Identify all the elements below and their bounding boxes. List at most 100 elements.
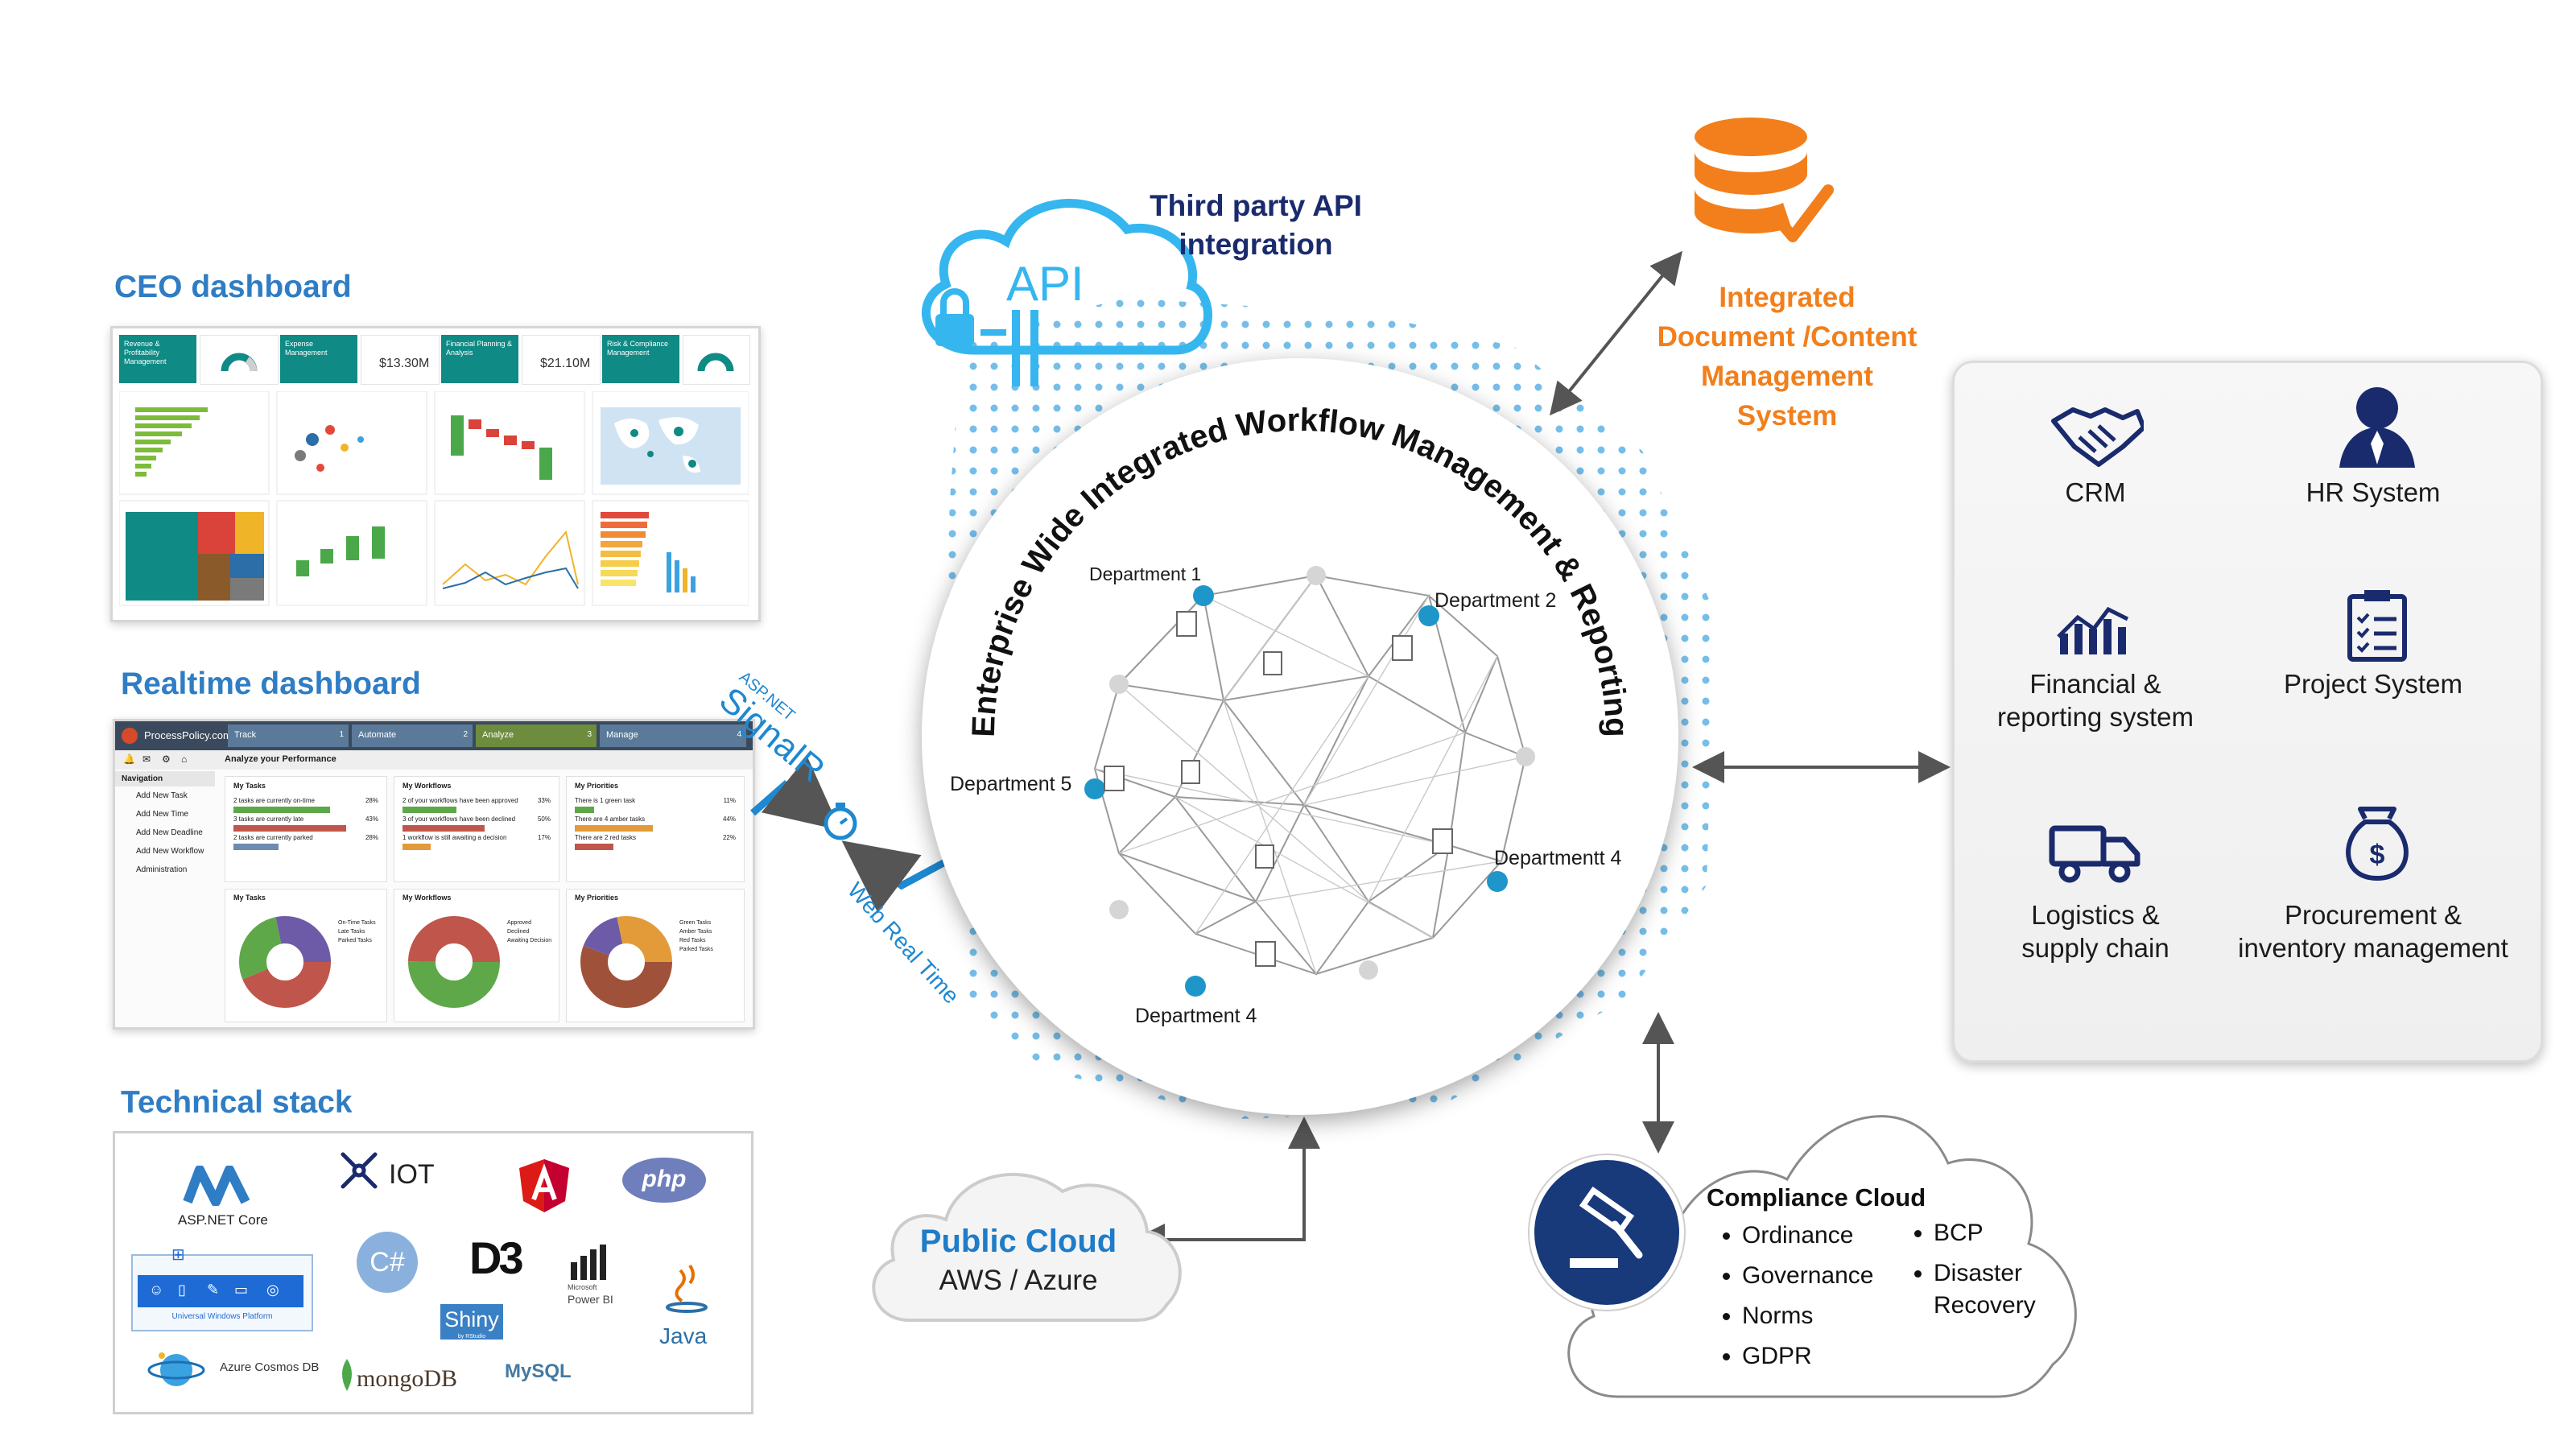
legend-item: Parked Tasks bbox=[679, 947, 713, 952]
card-row-text: There are 2 red tasks bbox=[575, 834, 637, 841]
public-cloud-title: Public Cloud bbox=[919, 1224, 1117, 1259]
department-1-label: Department 1 bbox=[1089, 564, 1202, 584]
step-manage[interactable]: Manage 4 bbox=[600, 724, 746, 747]
document-icon bbox=[1181, 760, 1200, 784]
step-automate[interactable]: Automate 2 bbox=[352, 724, 473, 747]
nav-title: Navigation bbox=[115, 771, 215, 786]
pen-icon: ✎ bbox=[207, 1282, 220, 1298]
nav-item[interactable]: Administration bbox=[136, 865, 188, 874]
progress-bar bbox=[575, 807, 595, 813]
public-cloud-connector bbox=[1133, 1117, 1320, 1256]
donut-card-workflows: My Workflows Approved Declined Awaiting … bbox=[394, 889, 559, 1022]
stopwatch-icon bbox=[824, 803, 857, 840]
legend-item: Parked Tasks bbox=[338, 938, 372, 943]
progress-bar bbox=[233, 844, 279, 850]
card-row-text: There is 1 green task bbox=[575, 797, 636, 804]
procurement-line: inventory management bbox=[2238, 933, 2508, 963]
nav-item[interactable]: Add New Workflow bbox=[136, 847, 204, 856]
realtime-nav: Navigation Add New Task Add New Time Add… bbox=[115, 771, 215, 1013]
card-row-pct: 17% bbox=[537, 834, 551, 841]
progress-bar bbox=[233, 807, 330, 813]
mysql-label: MySQL bbox=[505, 1360, 572, 1382]
public-cloud-sub: AWS / Azure bbox=[939, 1265, 1098, 1296]
donut-legend: Approved Declined Awaiting Decision bbox=[507, 919, 551, 945]
gear-icon[interactable]: ⚙ bbox=[162, 753, 171, 765]
nav-item[interactable]: Add New Task bbox=[136, 791, 188, 800]
step-number: 2 bbox=[463, 730, 468, 739]
legend-item: Declined bbox=[507, 929, 530, 935]
card-row-pct: 11% bbox=[723, 797, 736, 804]
card-row-text: 3 of your workflows have been declined bbox=[402, 815, 516, 823]
department-4-label: Department 4 bbox=[1135, 1005, 1257, 1027]
document-icon bbox=[1104, 766, 1125, 791]
shiny-icon: Shiny by RStudio bbox=[440, 1304, 503, 1340]
realtime-dashboard-title: Realtime dashboard bbox=[121, 667, 421, 701]
card-row-pct: 50% bbox=[537, 815, 551, 823]
donut-legend: On-Time Tasks Late Tasks Parked Tasks bbox=[338, 919, 376, 945]
department-node[interactable] bbox=[1193, 585, 1214, 606]
card-row-text: 2 tasks are currently on-time bbox=[233, 797, 315, 804]
department-node[interactable] bbox=[1418, 605, 1439, 626]
nav-item[interactable]: Add New Time bbox=[136, 810, 189, 819]
department-node[interactable] bbox=[1185, 976, 1206, 997]
dms-line: Document /Content bbox=[1657, 321, 1918, 353]
brand-logo-icon bbox=[122, 728, 138, 744]
step-track[interactable]: Track 1 bbox=[228, 724, 349, 747]
iot-icon bbox=[341, 1152, 378, 1189]
card-title: My Priorities bbox=[575, 782, 619, 790]
bell-icon[interactable]: 🔔 bbox=[123, 753, 135, 765]
dms-line: Integrated bbox=[1719, 282, 1856, 313]
technical-stack-panel: ASP.NET Core IOT php C# D3 Microsoft Pow… bbox=[113, 1131, 753, 1414]
technical-stack-title: Technical stack bbox=[121, 1085, 353, 1120]
progress-bar bbox=[402, 844, 431, 850]
java-icon bbox=[666, 1264, 708, 1313]
svg-text:$: $ bbox=[2370, 840, 2385, 870]
document-icon bbox=[1255, 941, 1276, 967]
card-title: My Workflows bbox=[402, 782, 452, 790]
home-icon[interactable]: ⌂ bbox=[181, 753, 188, 765]
realtime-subbar: 🔔 ✉ ⚙ ⌂ Analyze your Performance bbox=[115, 750, 753, 770]
php-icon: php bbox=[622, 1158, 706, 1203]
powerbi-label: Power BI bbox=[568, 1293, 613, 1306]
financial-system-label: Financial & reporting system bbox=[1987, 667, 2204, 733]
step-analyze[interactable]: Analyze 3 bbox=[476, 724, 597, 747]
document-icon bbox=[1392, 635, 1413, 661]
legend-item: On-Time Tasks bbox=[338, 920, 376, 926]
compliance-item: BCP bbox=[1934, 1217, 2036, 1249]
financial-line: Financial & bbox=[2029, 669, 2161, 699]
department-node[interactable] bbox=[1487, 871, 1508, 892]
api-cloud-icon bbox=[922, 199, 1212, 386]
powerbi-vendor-label: Microsoft bbox=[568, 1283, 597, 1291]
nav-item[interactable]: Add New Deadline bbox=[136, 828, 203, 837]
powerbi-icon bbox=[571, 1245, 606, 1280]
gamepad-icon: ▭ bbox=[234, 1282, 249, 1298]
hub-icon: ◎ bbox=[266, 1282, 279, 1298]
document-icon bbox=[1432, 828, 1453, 854]
step-number: 4 bbox=[737, 730, 741, 739]
aspnet-core-label: ASP.NET Core bbox=[178, 1212, 268, 1228]
department-node[interactable] bbox=[1084, 778, 1105, 799]
compliance-item: Governance bbox=[1742, 1260, 1873, 1292]
ceo-dashboard-title: CEO dashboard bbox=[114, 270, 352, 304]
document-icon bbox=[1255, 844, 1274, 869]
step-label: Manage bbox=[606, 730, 638, 740]
kpi-tile-expense: Expense Management bbox=[280, 335, 357, 383]
card-title: My Priorities bbox=[575, 894, 619, 902]
mail-icon[interactable]: ✉ bbox=[142, 753, 151, 765]
signalr-arrow-in bbox=[750, 756, 840, 831]
logistics-line: supply chain bbox=[2021, 933, 2169, 963]
dms-title: Integrated Document /Content Management … bbox=[1634, 278, 1940, 436]
step-number: 1 bbox=[339, 730, 344, 739]
gauge-icon bbox=[697, 353, 734, 372]
card-row-pct: 44% bbox=[722, 815, 736, 823]
dms-line: System bbox=[1736, 400, 1838, 431]
department-5-label: Department 5 bbox=[950, 773, 1072, 795]
procurement-label: Procurement & inventory management bbox=[2224, 898, 2522, 964]
kpi-tile-title: Financial Planning & Analysis bbox=[446, 340, 513, 357]
mongodb-label: mongoDB bbox=[357, 1365, 458, 1392]
api-title-line: Third party API bbox=[1150, 189, 1362, 222]
chart-icon bbox=[2057, 606, 2129, 654]
